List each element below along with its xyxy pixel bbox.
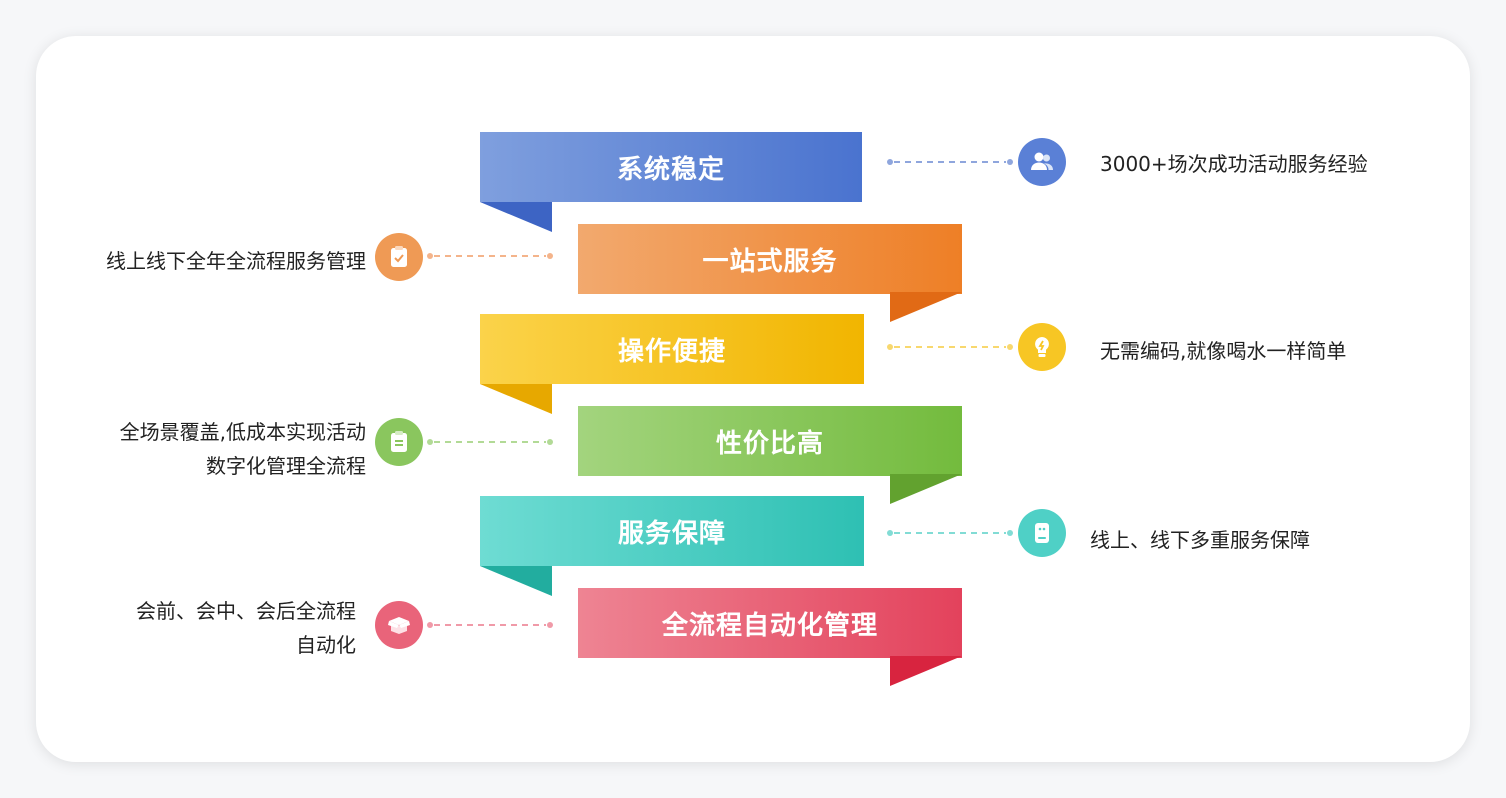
desc-line: 数字化管理全流程: [206, 454, 366, 478]
banner-title: 操作便捷: [617, 336, 726, 367]
desc-line: 全场景覆盖,低成本实现活动: [119, 420, 366, 444]
desc-line: 线上线下全年全流程服务管理: [106, 249, 366, 273]
lightbulb-icon: [1018, 323, 1066, 371]
box-open-icon: [375, 601, 423, 649]
banner-fold: [890, 656, 962, 686]
desc-line: 线上、线下多重服务保障: [1090, 528, 1310, 552]
clipboard-list-icon: [375, 418, 423, 466]
feature-desc: 无需编码,就像喝水一样简单: [1100, 334, 1346, 368]
banner-fold: [480, 566, 552, 596]
banner-cost-effective: 性价比高: [578, 406, 962, 476]
connector-line: [887, 530, 1013, 536]
connector-line: [887, 159, 1013, 165]
banner-system-stable: 系统稳定: [480, 132, 862, 202]
banner-one-stop-service: 一站式服务: [578, 224, 962, 294]
banner-full-process-automation: 全流程自动化管理: [578, 588, 962, 658]
banner-title: 全流程自动化管理: [661, 610, 878, 641]
banner-service-guarantee: 服务保障: [480, 496, 864, 566]
desc-line: 会前、会中、会后全流程: [136, 599, 356, 623]
clipboard-check-icon: [375, 233, 423, 281]
connector-line: [427, 439, 553, 445]
feature-desc: 线上线下全年全流程服务管理: [40, 244, 366, 278]
feature-desc: 全场景覆盖,低成本实现活动 数字化管理全流程: [40, 415, 366, 483]
banner-title: 服务保障: [617, 518, 726, 549]
banner-fold: [890, 292, 962, 322]
users-icon: [1018, 138, 1066, 186]
banner-title: 性价比高: [715, 428, 824, 459]
banner-fold: [480, 384, 552, 414]
banner-easy-operation: 操作便捷: [480, 314, 864, 384]
feature-desc: 会前、会中、会后全流程 自动化: [40, 594, 356, 662]
feature-desc: 3000+场次成功活动服务经验: [1100, 147, 1368, 181]
feature-desc: 线上、线下多重服务保障: [1090, 523, 1310, 557]
banner-title: 系统稳定: [616, 154, 725, 185]
desc-line: 3000+场次成功活动服务经验: [1100, 152, 1368, 176]
connector-line: [427, 622, 553, 628]
tablet-smile-icon: [1018, 509, 1066, 557]
banner-title: 一站式服务: [702, 246, 838, 277]
banner-fold: [890, 474, 962, 504]
connector-line: [887, 344, 1013, 350]
desc-line: 无需编码,就像喝水一样简单: [1100, 339, 1347, 363]
banner-fold: [480, 202, 552, 232]
connector-line: [427, 253, 553, 259]
desc-line: 自动化: [296, 633, 356, 657]
